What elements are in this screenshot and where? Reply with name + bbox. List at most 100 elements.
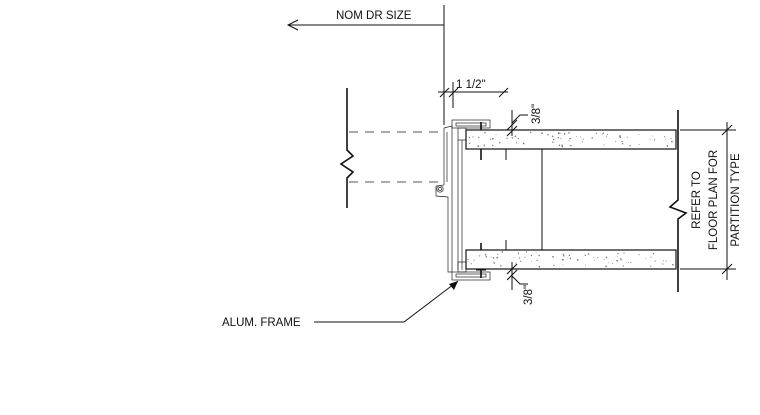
dim-1-1-2: 1 1/2" (438, 79, 509, 108)
stipple-dot (484, 132, 486, 134)
stipple-dot (485, 256, 487, 258)
stipple-dot (513, 257, 515, 259)
stipple-dot (563, 255, 565, 257)
frame-top-clip (457, 127, 467, 141)
stipple-dot (506, 137, 508, 139)
stipple-dot (611, 263, 613, 264)
stipple-dot (569, 132, 571, 134)
stipple-dot (638, 134, 640, 135)
stipple-dot (603, 144, 605, 146)
stipple-dot (552, 255, 554, 258)
stipple-dot (561, 258, 564, 261)
stipple-dot (517, 253, 520, 255)
stipple-dot (552, 138, 555, 141)
stipple-dot (522, 142, 525, 145)
dim-tick (506, 269, 518, 281)
alum-frame-label: ALUM. FRAME (222, 317, 301, 329)
stipple-dot (649, 138, 651, 140)
stipple-dot (468, 136, 471, 139)
stipple-dot (662, 263, 664, 265)
stipple-dot (470, 263, 473, 265)
stipple-dot (560, 132, 562, 134)
stipple-dot (538, 254, 540, 257)
stipple-dot (530, 254, 533, 257)
dim-3-8-bottom-label: 3/8" (523, 285, 535, 305)
stipple-dot (621, 143, 624, 145)
frame-bottom-return-inner (455, 273, 487, 278)
stipple-dot (607, 262, 609, 264)
stipple-dot (515, 141, 517, 143)
stipple-dot (619, 136, 622, 138)
stipple-dot (605, 256, 608, 259)
stipple-dot (563, 133, 566, 135)
stipple-dot (552, 141, 554, 143)
stipple-dot (468, 260, 470, 262)
stipple-dot (492, 257, 495, 259)
stipple-dot (616, 256, 618, 258)
stipple-dot (553, 264, 555, 267)
gasket-circle-inner (438, 187, 442, 191)
stipple-dot (547, 134, 549, 136)
stipple-dot (514, 135, 517, 138)
nom-dr-size-label: NOM DR SIZE (336, 10, 412, 22)
dim-3-8-top-leader (511, 114, 528, 124)
stipple-dot (489, 138, 492, 140)
stipple-dot (569, 257, 572, 260)
stipple-dot (469, 142, 471, 144)
stipple-dot (496, 256, 499, 259)
partition-note-line3: PARTITION TYPE (730, 153, 742, 247)
stipple-dot (517, 137, 519, 140)
stipple-dot (493, 262, 496, 264)
partition-note-line2: FLOOR PLAN FOR (708, 150, 720, 250)
stipple-dot (551, 135, 554, 138)
stipple-dot (652, 135, 654, 137)
dim-tick (506, 125, 518, 137)
gypsum-board-top (465, 129, 677, 150)
stipple-dot (615, 141, 617, 143)
stipple-dot (560, 138, 562, 140)
stipple-dot (525, 251, 528, 253)
stipple-dot (500, 265, 502, 267)
dim-tick (721, 124, 733, 136)
partition-wall (465, 110, 688, 292)
frame-top-return (451, 119, 491, 129)
stipple-dot (593, 257, 595, 259)
stipple-dot (490, 256, 492, 258)
stipple-dot (568, 132, 570, 134)
dim-1-1-2-label: 1 1/2" (456, 79, 486, 91)
stipple-dot (602, 132, 605, 134)
stipple-dot (541, 132, 543, 135)
stipple-dot (538, 265, 541, 268)
stipple-dot (515, 262, 517, 264)
stipple-dot (561, 145, 564, 148)
stipple-dot (582, 138, 584, 140)
stipple-dot (497, 253, 499, 255)
dim-3-8-bottom-leader (511, 275, 528, 285)
stipple-dot (595, 132, 598, 134)
frame-bottom-return (451, 271, 491, 281)
stipple-dot (650, 256, 652, 258)
stipple-dot (562, 253, 564, 255)
dim-tick (506, 119, 518, 131)
stipple-dot (601, 133, 604, 135)
stipple-dot (495, 134, 497, 135)
frame-stop (435, 125, 453, 273)
stipple-dot (557, 137, 560, 139)
stipple-dot (472, 136, 474, 138)
stipple-dot (483, 145, 485, 147)
stipple-dot (492, 144, 494, 147)
stipple-dot (663, 260, 664, 262)
dim-3-8-bottom: 3/8" (506, 262, 535, 305)
stipple-dot (630, 262, 632, 264)
stipple-dot (511, 137, 514, 139)
stipple-dot (584, 265, 586, 267)
alum-frame-arrowhead (449, 281, 458, 290)
stipple-dot (605, 265, 607, 268)
stipple-dot (478, 136, 480, 139)
stipple-dot (653, 139, 656, 141)
stipple-dot (620, 258, 622, 260)
stipple-dot (665, 260, 667, 262)
stipple-dot (576, 259, 579, 261)
stipple-dot (569, 137, 571, 140)
stipple-dot (570, 144, 572, 147)
